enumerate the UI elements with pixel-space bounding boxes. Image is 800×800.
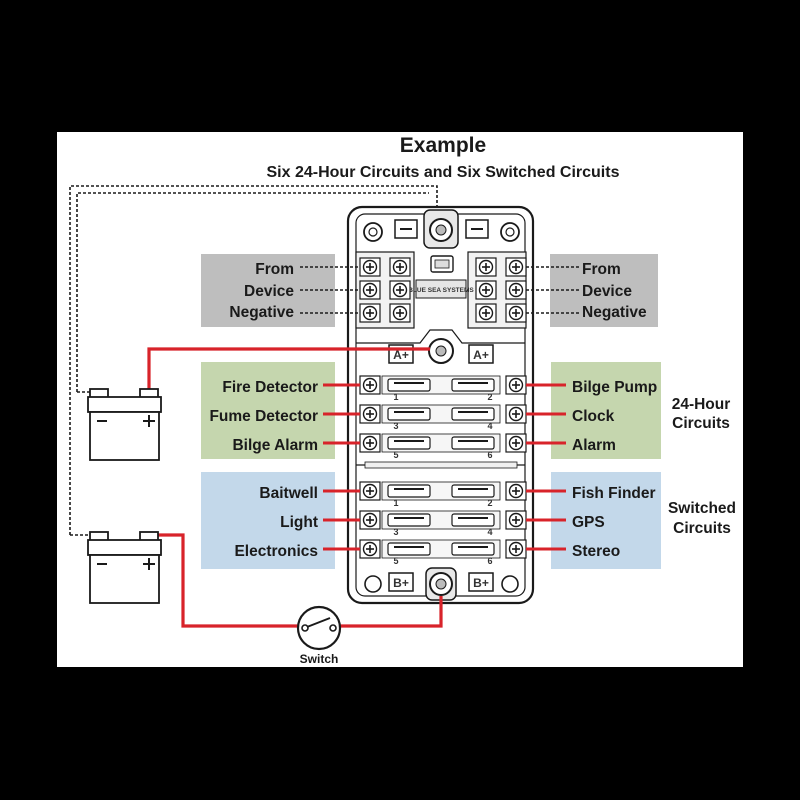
negative-terminal-left-inner-3 <box>389 303 411 323</box>
brand-logo: BLUE SEA SYSTEMS <box>408 287 474 294</box>
circuit-label-24h-left-2: Fume Detector <box>209 408 318 425</box>
negative-terminal-right-1 <box>505 257 527 277</box>
fuse-number-left: 3 <box>393 527 398 537</box>
battery1-to-bus-a-wire <box>147 347 430 392</box>
switched-label-box-left <box>201 472 335 569</box>
fuse-slot-right-4 <box>451 484 495 498</box>
fuse-slot-right-6 <box>451 542 495 556</box>
negative-label-left-3: Negative <box>229 304 294 321</box>
switched-label-box-right <box>551 472 661 569</box>
circuit-label-24h-right-1: Bilge Pump <box>572 379 657 396</box>
circuit-label-24h-left-1: Fire Detector <box>222 379 318 396</box>
24h-label-box-left <box>201 362 335 459</box>
positive-red-wires <box>147 347 443 628</box>
fuse-slot-right-2 <box>451 407 495 421</box>
bus-b-label: B+ <box>393 576 409 590</box>
circuit-label-switched-left-2: Light <box>280 514 318 531</box>
bus-a-tag-right <box>468 344 494 364</box>
circuit-terminal-left-5 <box>359 510 381 530</box>
battery2-to-switch-wire <box>156 533 299 628</box>
circuit-label-24h-left-3: Bilge Alarm <box>232 437 318 454</box>
bus-a-label: A+ <box>393 348 409 362</box>
circuit-terminal-left-3 <box>359 433 381 453</box>
fuse-slot-left-2 <box>387 407 431 421</box>
bus-b-tag-right <box>468 572 494 592</box>
battery-1 <box>87 388 162 461</box>
circuit-terminal-right-2 <box>505 404 527 424</box>
fuse-slot-right-5 <box>451 513 495 527</box>
negative-label-right-2: Device <box>582 283 632 300</box>
negative-terminal-left-inner-1 <box>389 257 411 277</box>
circuit-label-switched-right-1: Fish Finder <box>572 485 656 502</box>
battery-switch <box>296 605 342 651</box>
diagram-title: Example <box>400 134 486 157</box>
circuit-label-24h-right-2: Clock <box>572 408 615 425</box>
negative-terminal-right-2 <box>505 280 527 300</box>
negative-terminal-left-3 <box>359 303 381 323</box>
fuse-slot-left-5 <box>387 513 431 527</box>
fuse-number-right: 4 <box>487 421 492 431</box>
switch-label: Switch <box>300 652 339 666</box>
fuse-number-right: 4 <box>487 527 492 537</box>
fuse-number-right: 6 <box>487 450 492 460</box>
group-label-switched-line1: Switched <box>668 500 736 517</box>
negative-terminal-right-inner-2 <box>475 280 497 300</box>
negative-terminal-left-1 <box>359 257 381 277</box>
fuse-slot-right-3 <box>451 436 495 450</box>
fuse-slot-right-1 <box>451 378 495 392</box>
negative-terminal-right-inner-1 <box>475 257 497 277</box>
mount-hole-bottom-right <box>501 575 519 593</box>
negative-terminal-left-inner-2 <box>389 280 411 300</box>
group-label-24h-line1: 24-Hour <box>672 396 731 413</box>
24h-label-box-right <box>551 362 661 459</box>
fuse-number-left: 1 <box>393 498 398 508</box>
mount-hole-top-right <box>500 222 520 242</box>
negative-label-right-1: From <box>582 261 621 278</box>
fuse-number-left: 1 <box>393 392 398 402</box>
bus-a-label-right: A+ <box>473 348 489 362</box>
circuit-terminal-left-4 <box>359 481 381 501</box>
circuit-terminal-right-4 <box>505 481 527 501</box>
circuit-terminal-right-3 <box>505 433 527 453</box>
circuit-terminal-right-1 <box>505 375 527 395</box>
fuse-number-left: 5 <box>393 556 398 566</box>
group-label-24h-line2: Circuits <box>672 415 730 432</box>
circuit-label-24h-right-3: Alarm <box>572 437 616 454</box>
circuit-terminal-left-1 <box>359 375 381 395</box>
mount-hole-bottom-left <box>364 575 382 593</box>
negative-label-left-2: Device <box>244 283 294 300</box>
negative-label-left-1: From <box>255 261 294 278</box>
fuse-number-right: 6 <box>487 556 492 566</box>
circuit-label-switched-left-3: Electronics <box>234 543 318 560</box>
circuit-terminal-left-2 <box>359 404 381 424</box>
negative-terminal-right-inner-3 <box>475 303 497 323</box>
mount-hole-top-left <box>363 222 383 242</box>
circuit-label-switched-left-1: Baitwell <box>259 485 318 502</box>
group-label-switched-line2: Circuits <box>673 520 731 537</box>
bus-b-tag <box>388 572 414 592</box>
negative-terminal-left-2 <box>359 280 381 300</box>
circuit-terminal-left-6 <box>359 539 381 559</box>
circuit-label-switched-right-2: GPS <box>572 514 605 531</box>
switch-to-bus-b-wire <box>340 596 443 628</box>
fuse-slot-left-3 <box>387 436 431 450</box>
circuit-terminal-right-6 <box>505 539 527 559</box>
fuse-number-right: 2 <box>487 392 492 402</box>
circuit-label-switched-right-3: Stereo <box>572 543 620 560</box>
fuse-number-right: 2 <box>487 498 492 508</box>
fuse-slot-left-6 <box>387 542 431 556</box>
negative-terminal-right-3 <box>505 303 527 323</box>
fuse-slot-left-1 <box>387 378 431 392</box>
circuit-terminal-right-5 <box>505 510 527 530</box>
fuse-number-left: 5 <box>393 450 398 460</box>
negative-label-right-3: Negative <box>582 304 647 321</box>
fuse-number-left: 3 <box>393 421 398 431</box>
fuse-block: BLUE SEA SYSTEMS A+ A+ 1 2 3 4 5 6 1 2 3 4 5 6 B+ B… <box>346 205 535 605</box>
fuse-slot-left-4 <box>387 484 431 498</box>
diagram-subtitle: Six 24-Hour Circuits and Six Switched Ci… <box>267 164 620 181</box>
battery-2 <box>87 531 162 604</box>
bus-b-label-right: B+ <box>473 576 489 590</box>
